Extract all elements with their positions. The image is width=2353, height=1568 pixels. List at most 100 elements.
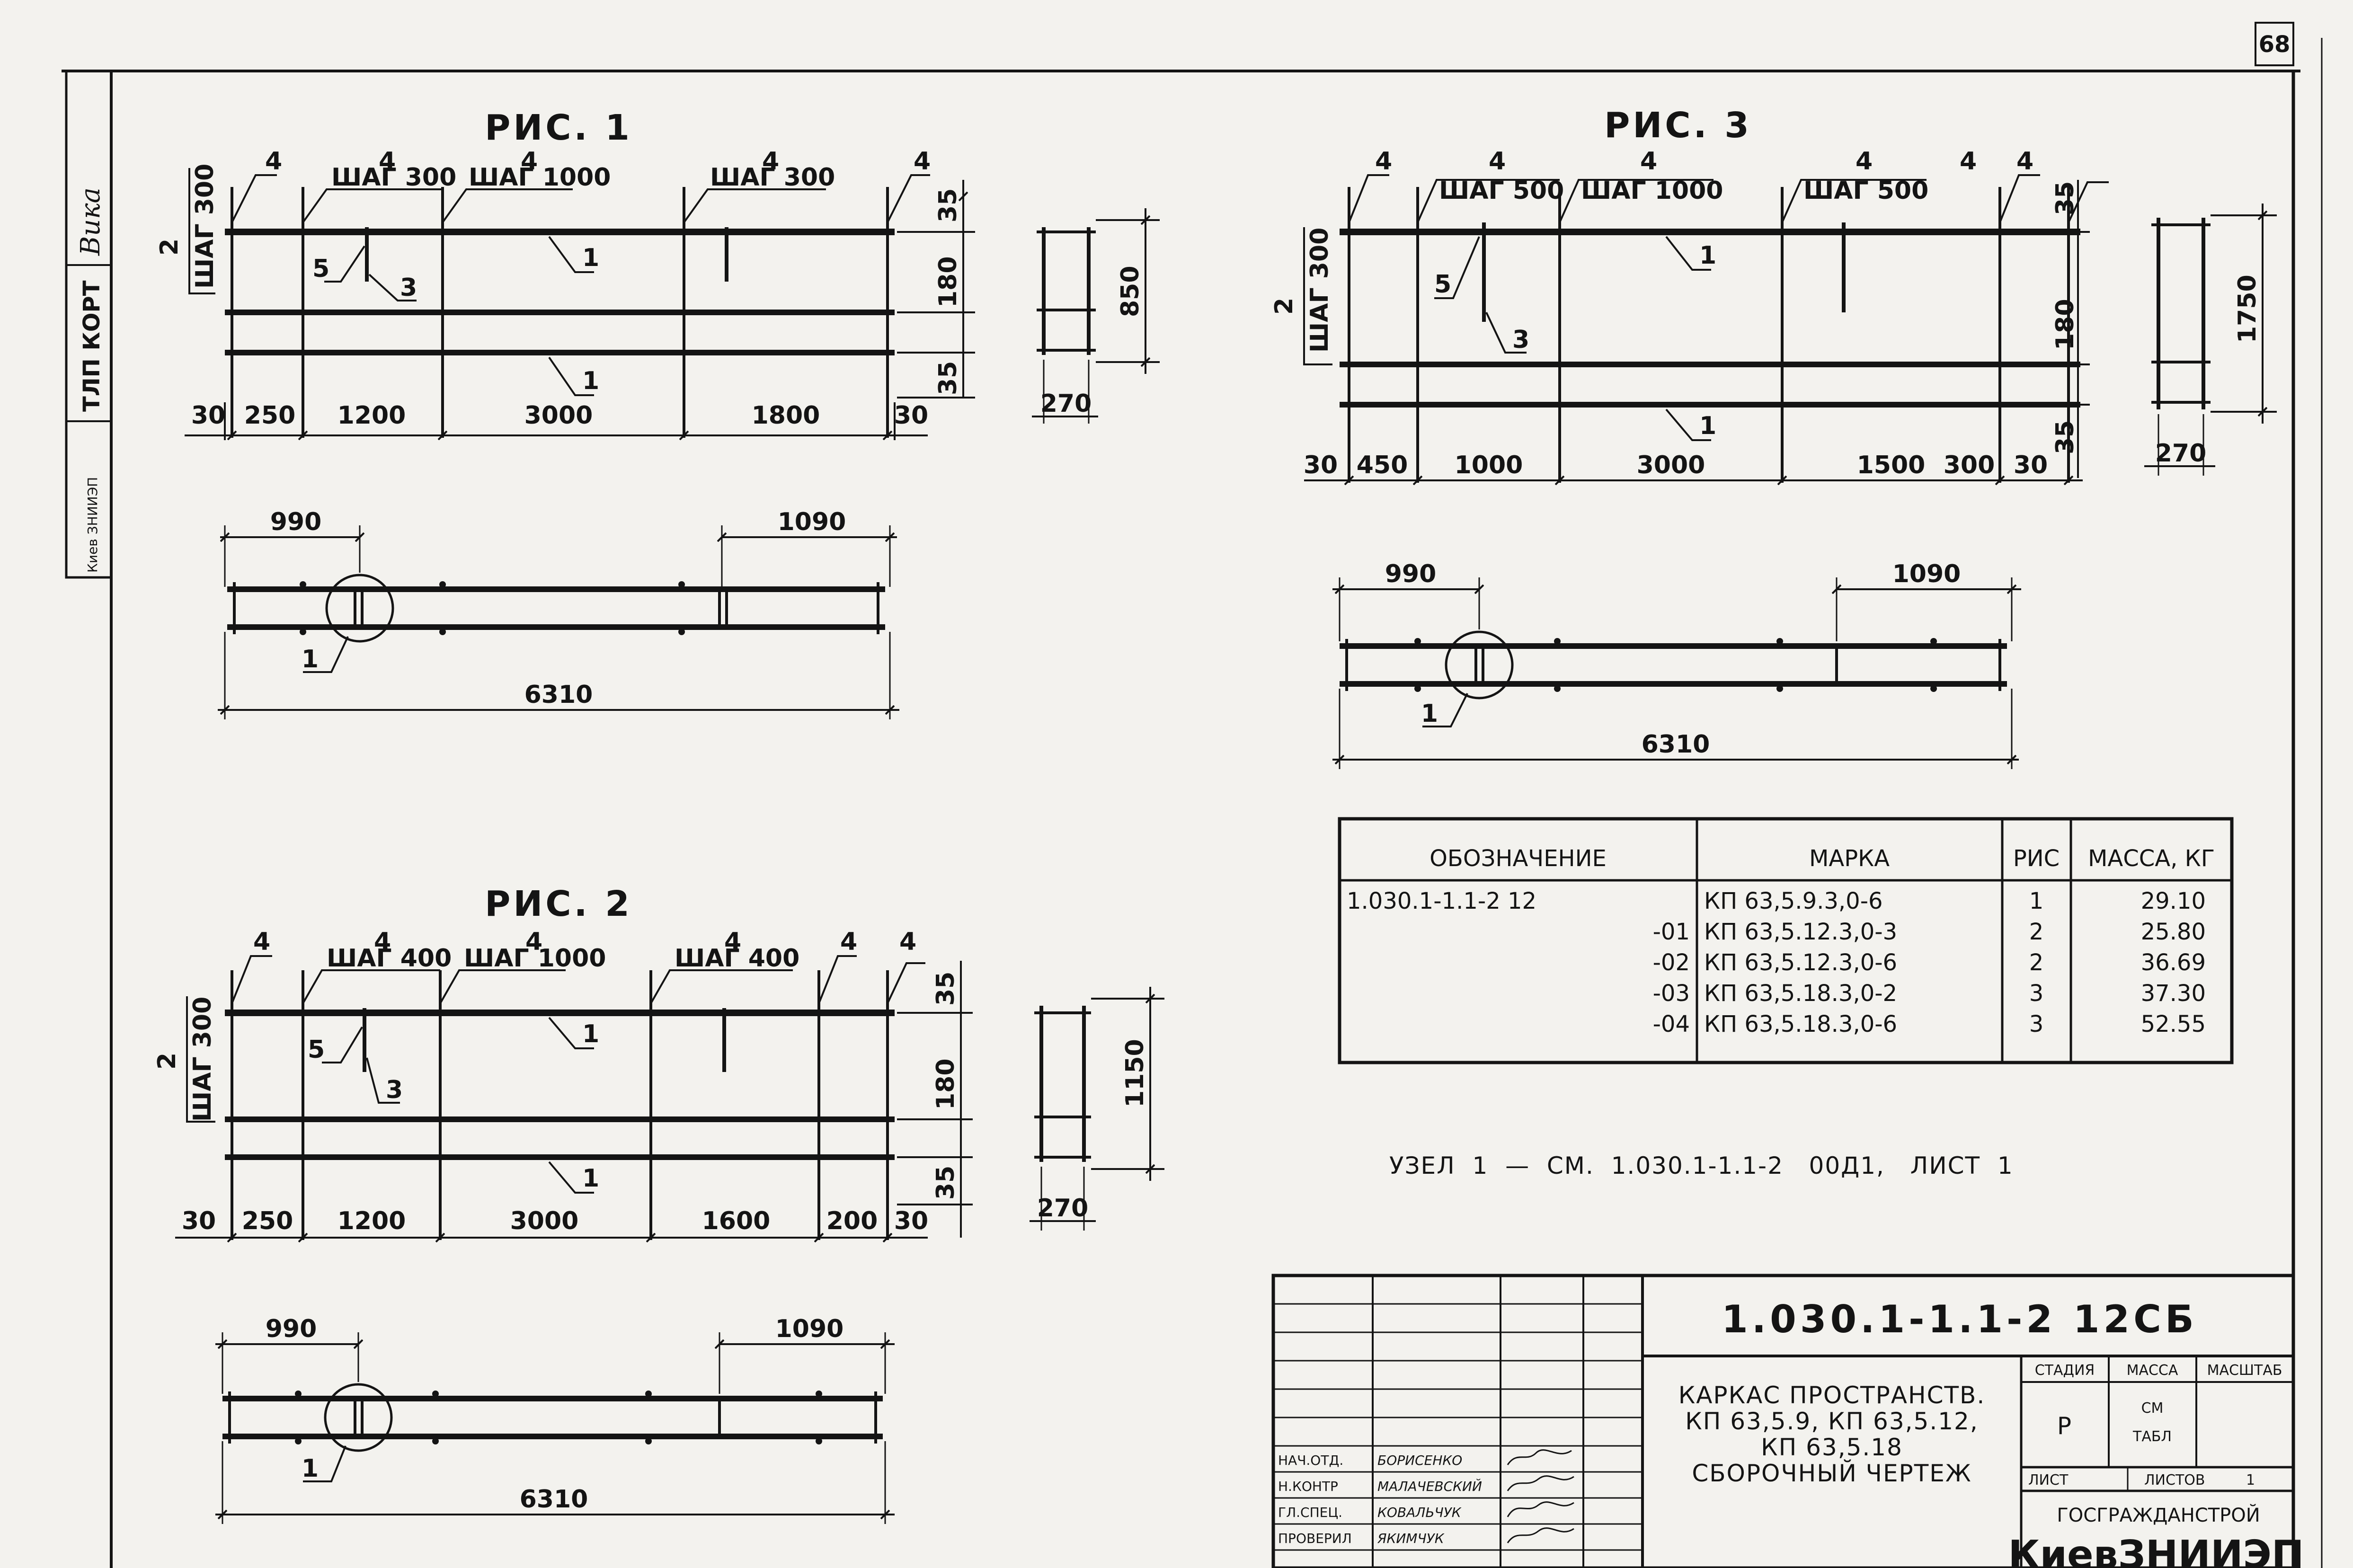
fig2-pos-label: 1 <box>582 1020 599 1048</box>
table-cell-designation: -04 <box>1653 1011 1690 1037</box>
sheets-value: 1 <box>2246 1472 2255 1488</box>
fig2-side-pos: 2 <box>153 1053 181 1070</box>
fig3-title: РИС. 3 <box>1604 105 1752 146</box>
table-cell-fig: 2 <box>2029 949 2044 976</box>
fig3-callout: 4 <box>1960 147 1977 176</box>
fig2-step-label: ШАГ 400 <box>327 944 452 973</box>
table-row: -03 КП 63,5.18.3,0-2 3 37.30 <box>1653 980 2206 1007</box>
signatory-role: ГЛ.СПЕЦ. <box>1278 1505 1342 1520</box>
note-text: УЗЕЛ 1 — СМ. 1.030.1-1.1-2 00Д1, ЛИСТ 1 <box>1389 1152 2014 1179</box>
fig1-bottom-dim: 30 <box>894 401 928 430</box>
stage-value: Р <box>2057 1412 2072 1440</box>
signature-mark <box>1507 1527 1574 1543</box>
fig2-title: РИС. 2 <box>485 884 632 924</box>
fig1-group: РИС. 1 4 4 4 4 4 ШАГ 300 ШАГ 1000 ШАГ 30… <box>155 107 1160 719</box>
side-stamp-signature: Вика <box>75 187 106 256</box>
fig2-plan-dots <box>295 1391 822 1444</box>
fig2-callout-leaders <box>231 955 925 1004</box>
table-cell-mark: КП 63,5.12.3,0-6 <box>1704 949 1897 976</box>
fig3-pos-label: 1 <box>1699 241 1716 270</box>
fig3-bottom-dim: 1000 <box>1455 451 1523 479</box>
fig1-title: РИС. 1 <box>485 107 632 148</box>
table-header: МАССА, КГ <box>2088 845 2215 872</box>
fig1-bottom-dimline <box>185 402 928 440</box>
fig3-side-step: ШАГ 300 <box>1305 228 1334 353</box>
table-header: ОБОЗНАЧЕНИЕ <box>1430 845 1607 872</box>
fig2-bottom-dim: 1200 <box>337 1207 406 1235</box>
fig2-elevation <box>225 970 895 1240</box>
fig1-right-dim: 180 <box>934 256 962 308</box>
fig3-pos-label: 1 <box>1699 412 1716 440</box>
fig1-step-label: ШАГ 300 <box>710 163 835 192</box>
fig1-right-dim: 35 <box>934 361 962 395</box>
table-cell-designation: -02 <box>1653 949 1690 976</box>
fig3-right-dim: 180 <box>2051 299 2079 350</box>
fig3-plan-pos: 1 <box>1421 700 1438 728</box>
fig1-callout: 4 <box>914 147 931 176</box>
fig2-group: РИС. 2 4 4 4 4 4 4 ШАГ 400 Ш <box>153 884 1164 1524</box>
fig2-right-dim: 35 <box>932 1166 960 1200</box>
fig3-step-label: ШАГ 500 <box>1439 177 1564 205</box>
signature-mark <box>1507 1449 1572 1465</box>
table-cell-fig: 1 <box>2029 888 2044 914</box>
fig3-plan-dim: 1090 <box>1892 560 1961 588</box>
fig1-section-height: 850 <box>1116 266 1145 317</box>
table-cell-designation: 1.030.1-1.1-2 12 <box>1347 888 1536 914</box>
fig3-callout: 4 <box>1640 147 1657 176</box>
fig3-group: РИС. 3 4 4 4 4 4 4 ШАГ 500 Ш <box>1270 105 2277 769</box>
fig1-section <box>1032 208 1160 424</box>
fig2-right-dim: 180 <box>932 1058 960 1110</box>
fig1-step-label: ШАГ 300 <box>331 163 456 192</box>
signatory-role: Н.КОНТР <box>1278 1479 1338 1494</box>
signature-mark <box>1507 1501 1574 1517</box>
fig2-callout: 4 <box>899 928 916 956</box>
fig3-bottom-dim: 3000 <box>1637 451 1705 479</box>
fig3-section-height: 1750 <box>2233 275 2262 343</box>
fig2-callout: 4 <box>840 928 857 956</box>
table-cell-mass: 36.69 <box>2141 949 2206 976</box>
fig1-side-pos: 2 <box>155 239 184 256</box>
fig1-pos-leaders <box>324 236 594 396</box>
fig3-side-pos: 2 <box>1270 298 1298 315</box>
fig3-plan-dim: 990 <box>1385 560 1437 588</box>
fig2-pos-label: 1 <box>582 1164 599 1193</box>
signatory-role: ПРОВЕРИЛ <box>1278 1531 1352 1546</box>
mass-value: СМ <box>2141 1400 2164 1417</box>
fig1-callout: 4 <box>265 147 282 176</box>
fig3-callout-leaders <box>1348 174 2109 223</box>
fig3-right-dim: 35 <box>2051 420 2079 454</box>
fig1-plan-dim: 990 <box>270 508 322 536</box>
fig1-bottom-dim: 30 <box>191 401 225 430</box>
fig1-side-mark <box>188 168 215 294</box>
fig2-step-label: ШАГ 1000 <box>464 944 606 973</box>
fig1-right-dim: 35 <box>934 188 962 222</box>
fig1-callout: 4 <box>521 147 538 176</box>
fig1-plan-dots <box>300 581 685 635</box>
fig1-bottom-dim: 3000 <box>524 401 593 430</box>
fig1-callout: 4 <box>762 147 779 176</box>
sheet-label: ЛИСТ <box>2028 1472 2069 1488</box>
fig3-callout: 4 <box>1375 147 1392 176</box>
fig2-side-step: ШАГ 300 <box>188 997 217 1122</box>
fig1-callout-leaders <box>231 174 930 223</box>
fig1-right-dims <box>897 180 975 399</box>
fig2-callout: 4 <box>525 928 542 956</box>
fig1-bottom-dim: 250 <box>244 401 296 430</box>
table-cell-mass: 37.30 <box>2141 980 2206 1007</box>
fig1-section-width: 270 <box>1040 390 1092 418</box>
fig2-callout: 4 <box>724 928 741 956</box>
fig2-section <box>1030 987 1164 1231</box>
signatory-row: ПРОВЕРИЛ ЯКИМЧУК <box>1278 1527 1574 1546</box>
signatory-role: НАЧ.ОТД. <box>1278 1453 1343 1468</box>
fig1-bottom-dim: 1200 <box>337 401 406 430</box>
fig3-pos-label: 3 <box>1512 326 1529 354</box>
fig3-bottom-dim: 300 <box>1944 451 1995 479</box>
fig2-section-height: 1150 <box>1121 1039 1149 1107</box>
fig3-plan-dim: 6310 <box>1642 730 1710 759</box>
table-cell-mark: КП 63,5.9.3,0-6 <box>1704 888 1883 914</box>
mass-value: ТАБЛ <box>2132 1428 2172 1445</box>
fig2-pos-label: 3 <box>386 1076 403 1104</box>
fig2-plan-dim: 1090 <box>775 1315 844 1343</box>
table-row: -01 КП 63,5.12.3,0-3 2 25.80 <box>1653 919 2206 945</box>
table-cell-mark: КП 63,5.18.3,0-6 <box>1704 1011 1897 1037</box>
